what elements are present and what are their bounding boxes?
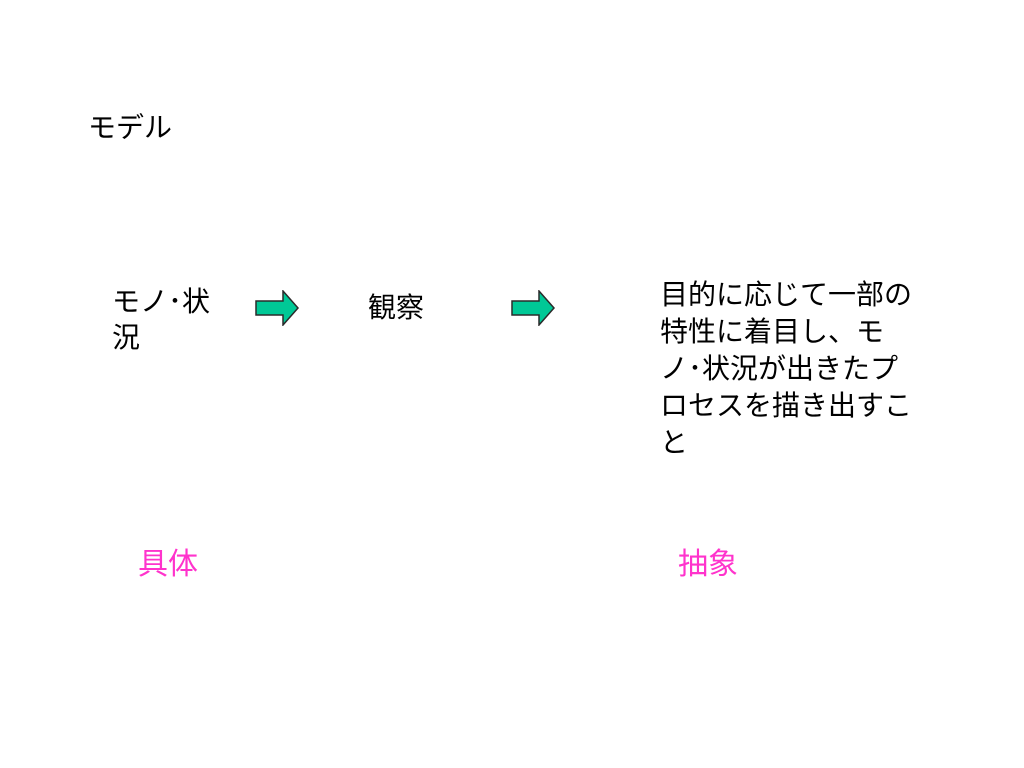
right-arrow-icon	[511, 290, 555, 326]
slide-title: モデル	[88, 111, 173, 144]
concrete-label: 具体	[138, 547, 198, 582]
abstract-label: 抽象	[678, 547, 738, 582]
model-description: 目的に応じて一部の特性に着目し、モノ･状況が出きたプロセスを描き出すこと	[660, 278, 913, 459]
right-arrow-icon	[255, 290, 299, 326]
concrete-object-text: モノ･状況	[112, 285, 211, 354]
observation-text: 観察	[368, 291, 425, 324]
